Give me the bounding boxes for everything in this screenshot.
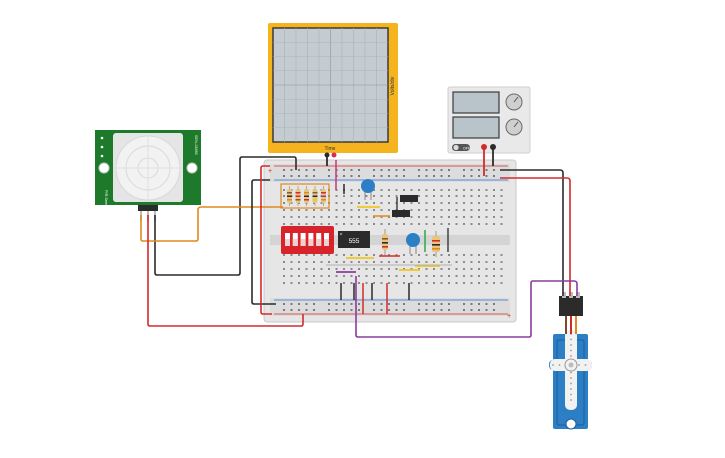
- power-supply-negative-terminal[interactable]: [490, 144, 496, 150]
- breadboard-holes: [283, 169, 503, 311]
- transistor-1[interactable]: [400, 195, 418, 202]
- oscilloscope-grid: [273, 28, 388, 142]
- wires[interactable]: [140, 149, 578, 338]
- power-supply-voltage-display: [452, 91, 500, 114]
- wire-servo-ground: [500, 169, 564, 296]
- ic-555-label: 555: [349, 238, 360, 245]
- pir-label-left: PIR Sensor: [104, 190, 108, 210]
- oscilloscope-probe-negative[interactable]: [324, 152, 330, 158]
- top-plus-label: +: [268, 168, 272, 175]
- capacitor-top[interactable]: [361, 179, 375, 200]
- ic-555[interactable]: 555: [338, 231, 370, 248]
- power-supply-current-display: [452, 116, 500, 139]
- oscilloscope-probe-positive[interactable]: [331, 152, 337, 158]
- power-supply-positive-terminal[interactable]: [481, 144, 487, 150]
- oscilloscope[interactable]: Time Volts/div: [268, 23, 398, 158]
- oscilloscope-time-label: Time: [325, 146, 336, 152]
- servo-connector[interactable]: [559, 296, 583, 316]
- dip-switch[interactable]: [281, 226, 334, 254]
- pir-header: [138, 205, 158, 211]
- capacitor-bottom[interactable]: [406, 233, 420, 254]
- wire-servo-power: [500, 177, 571, 296]
- servo-horn-holes: [552, 333, 587, 401]
- wire-servo-signal: [355, 276, 578, 338]
- pir-mount-hole-left: [98, 162, 110, 174]
- resistor-vertical-1[interactable]: [382, 229, 388, 256]
- pir-mount-hole-right: [186, 162, 198, 174]
- pir-sensor[interactable]: PIR Sensor SEN-13285: [95, 130, 201, 221]
- transistor-2[interactable]: [392, 210, 410, 217]
- wire-ground-rail-link: [251, 179, 276, 305]
- resistor-bank-top[interactable]: [280, 183, 330, 209]
- bottom-plus-label: +: [507, 313, 511, 320]
- power-supply[interactable]: OFF: [447, 86, 531, 154]
- wire-pir-ground: [154, 156, 297, 276]
- pir-label-right: SEN-13285: [194, 135, 198, 155]
- wire-power-rail-link: [260, 165, 272, 315]
- board-jumpers[interactable]: [326, 160, 452, 314]
- resistor-vertical-2[interactable]: [432, 231, 440, 257]
- oscilloscope-volts-label: Volts/div: [390, 76, 396, 95]
- power-toggle-label: OFF: [463, 147, 470, 151]
- wire-pir-signal: [140, 206, 283, 242]
- breadboard[interactable]: + - +: [263, 159, 517, 323]
- wire-pir-power: [147, 215, 304, 327]
- servo-motor[interactable]: [549, 292, 592, 430]
